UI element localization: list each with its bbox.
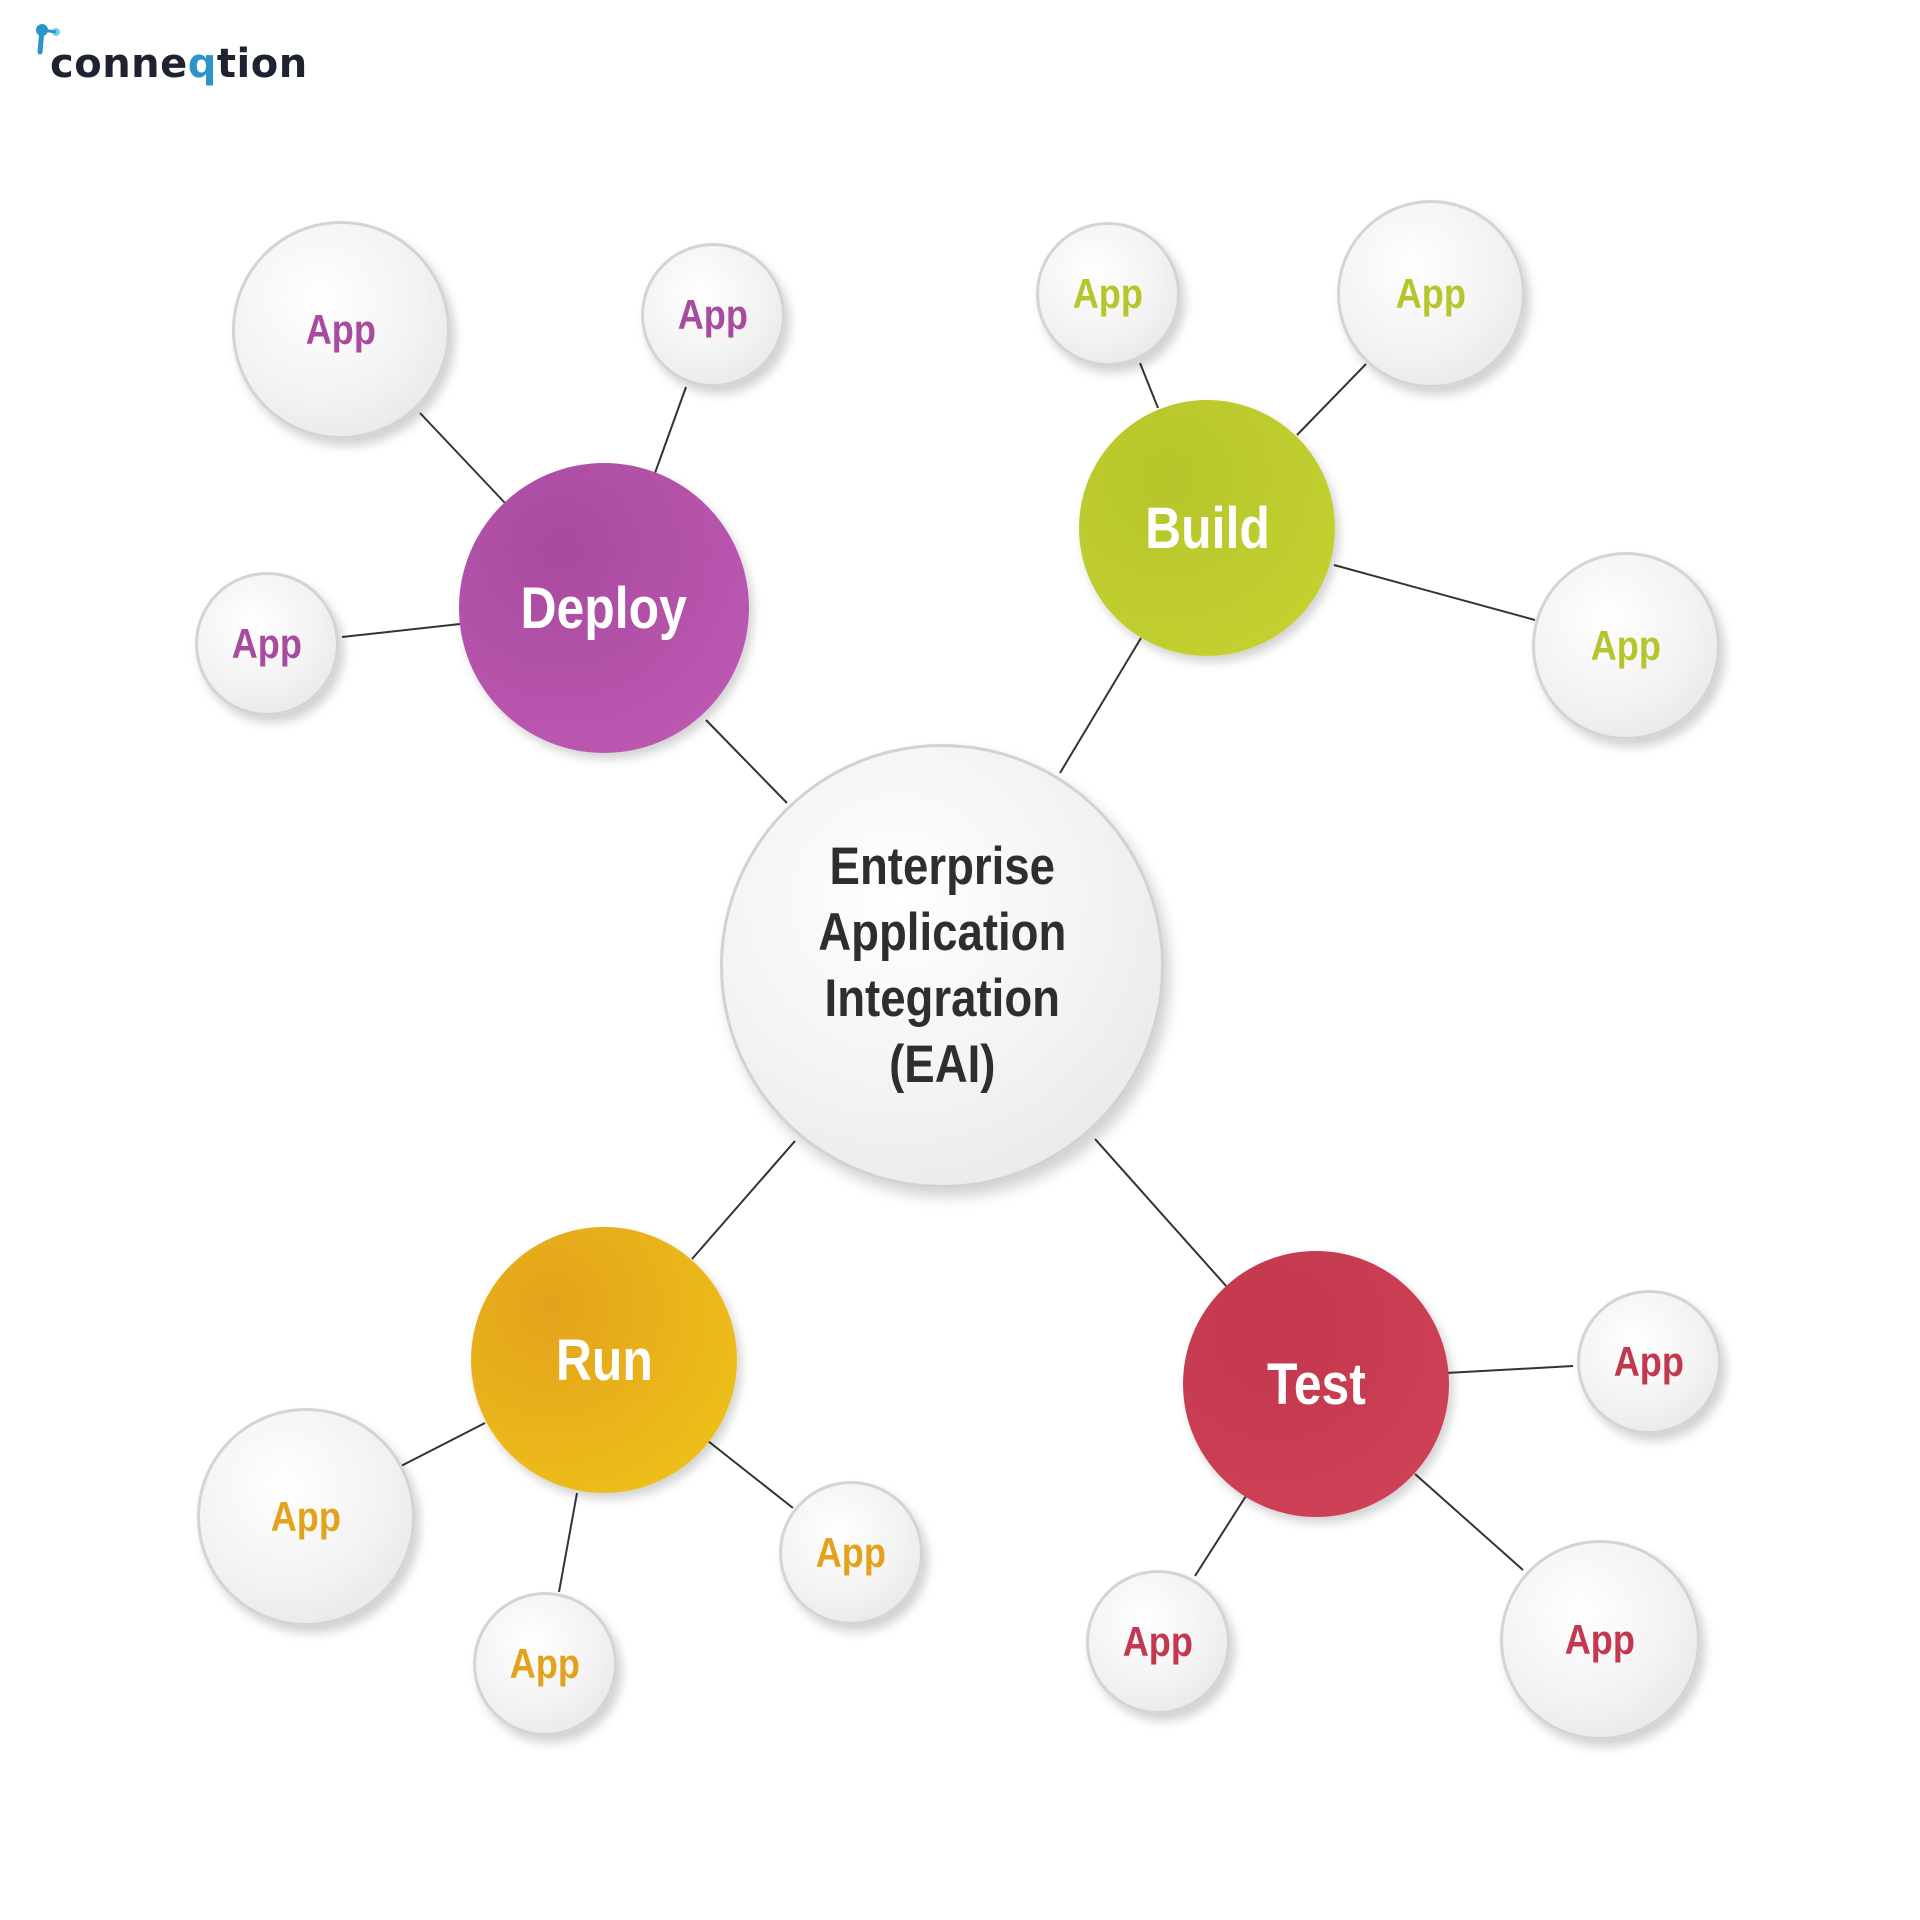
hub-build-label: Build	[1144, 495, 1270, 561]
link-center-build	[1059, 637, 1142, 774]
build-app-3[interactable]: App	[1532, 552, 1720, 740]
link-test-app-2	[1194, 1495, 1247, 1577]
deploy-app-3[interactable]: App	[195, 572, 339, 716]
build-app-1[interactable]: App	[1036, 222, 1180, 366]
test-app-3[interactable]: App	[1500, 1540, 1700, 1740]
hub-build[interactable]: Build	[1079, 400, 1335, 656]
app-label: App	[1072, 270, 1144, 317]
hub-deploy[interactable]: Deploy	[459, 463, 749, 753]
app-label: App	[1613, 1338, 1685, 1385]
run-app-2[interactable]: App	[473, 1592, 617, 1736]
app-label: App	[815, 1529, 887, 1576]
hub-deploy-label: Deploy	[520, 575, 688, 641]
link-build-app-2	[1296, 363, 1367, 436]
app-label: App	[305, 306, 377, 353]
hub-test[interactable]: Test	[1183, 1251, 1449, 1517]
link-test-app-3	[1414, 1473, 1524, 1571]
app-label: App	[231, 620, 303, 667]
link-run-app-2	[558, 1492, 578, 1593]
app-label: App	[1122, 1618, 1194, 1665]
link-center-deploy	[705, 719, 788, 804]
app-label: App	[509, 1640, 581, 1687]
deploy-app-1[interactable]: App	[232, 221, 450, 439]
app-label: App	[677, 291, 749, 338]
app-label: App	[270, 1493, 342, 1540]
app-label: App	[1590, 622, 1662, 669]
run-app-3[interactable]: App	[779, 1481, 923, 1625]
link-center-run	[691, 1140, 796, 1260]
link-deploy-app-1	[419, 412, 506, 504]
logo-mark-icon	[36, 24, 60, 55]
deploy-app-2[interactable]: App	[641, 243, 785, 387]
test-app-1[interactable]: App	[1577, 1290, 1721, 1434]
link-deploy-app-2	[654, 386, 687, 474]
link-run-app-1	[400, 1422, 486, 1467]
link-center-test	[1094, 1138, 1228, 1288]
run-app-1[interactable]: App	[197, 1408, 415, 1626]
link-build-app-3	[1333, 564, 1536, 621]
center-label: Enterprise Application Integration (EAI)	[817, 837, 1067, 1094]
link-test-app-1	[1445, 1365, 1574, 1374]
link-build-app-1	[1139, 362, 1159, 409]
test-app-2[interactable]: App	[1086, 1570, 1230, 1714]
conneqtion-logo[interactable]: conneqtion	[32, 20, 308, 84]
app-label: App	[1395, 270, 1467, 317]
brand-name: conneqtion	[50, 41, 308, 87]
hub-run-label: Run	[555, 1327, 653, 1393]
app-label: App	[1564, 1616, 1636, 1663]
hub-run[interactable]: Run	[471, 1227, 737, 1493]
link-run-app-3	[707, 1440, 794, 1509]
center-node-eai[interactable]: Enterprise Application Integration (EAI)	[720, 744, 1164, 1188]
hub-test-label: Test	[1266, 1351, 1366, 1417]
build-app-2[interactable]: App	[1337, 200, 1525, 388]
link-deploy-app-3	[341, 623, 461, 638]
